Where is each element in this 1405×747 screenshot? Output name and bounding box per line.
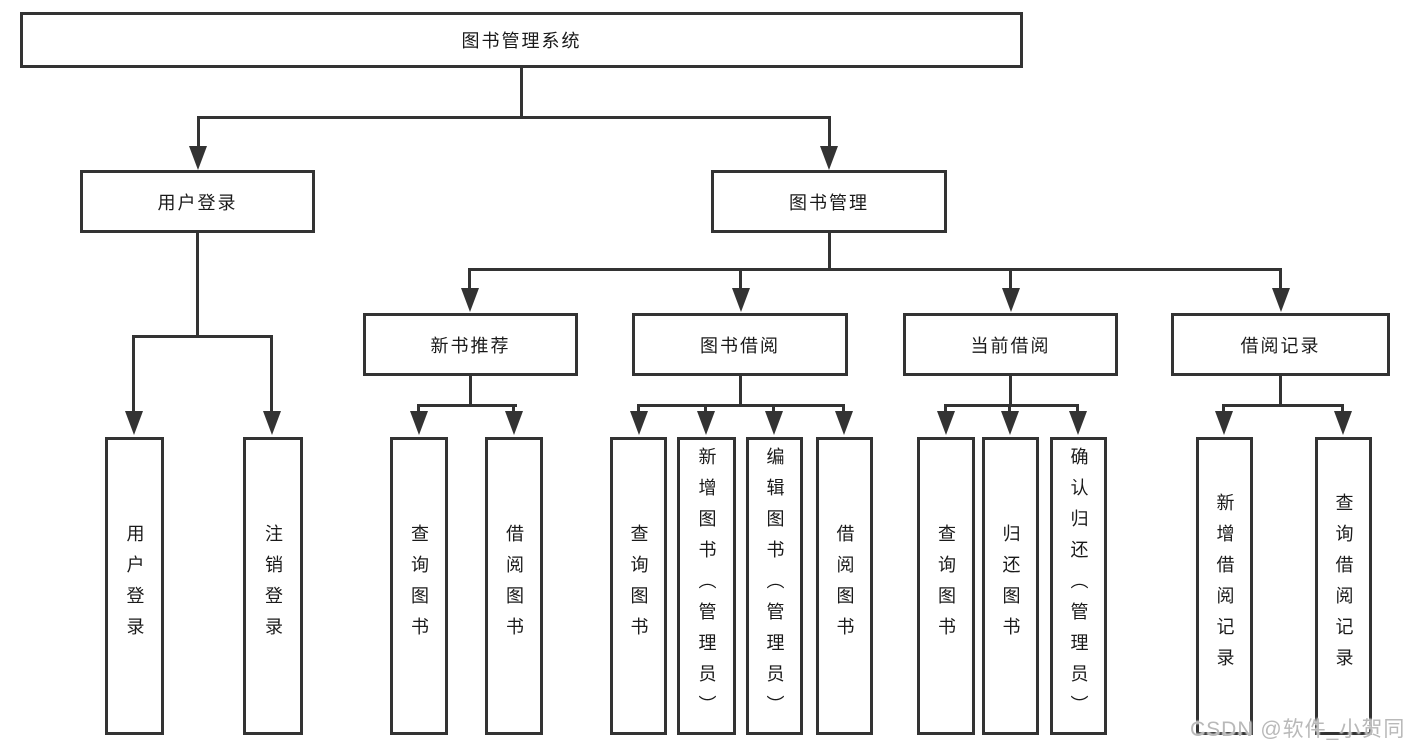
node-leaf-borrowing-borrow-books: 借阅图书 xyxy=(816,437,873,735)
node-leaf-current-query-books: 查询图书 xyxy=(917,437,975,735)
edge-root-drop-user-login xyxy=(197,116,200,148)
edge-book-management-hbar xyxy=(468,268,1282,271)
arrowhead-borrowing-query xyxy=(630,411,648,435)
arrowhead-borrowing-records xyxy=(1272,288,1290,312)
edge-root-stem xyxy=(520,68,523,118)
node-leaf-borrowing-edit-books: 编辑图书（管理员） xyxy=(746,437,803,735)
edge-drop-borrowing-edit xyxy=(772,404,775,414)
node-borrowing-records: 借阅记录 xyxy=(1171,313,1390,376)
leaf-current-confirm-return-label: 确认归还（管理员） xyxy=(1068,446,1089,726)
edge-drop-logout xyxy=(270,335,273,413)
edge-borrowing-records-hbar xyxy=(1222,404,1344,407)
leaf-recommend-borrow-books-label: 借阅图书 xyxy=(504,524,524,648)
node-leaf-current-return-books: 归还图书 xyxy=(982,437,1039,735)
arrowhead-current-confirm xyxy=(1069,411,1087,435)
edge-drop-current-return xyxy=(1008,404,1011,414)
node-leaf-recommend-query-books: 查询图书 xyxy=(390,437,448,735)
arrowhead-book-management xyxy=(820,146,838,170)
edge-root-hbar xyxy=(197,116,831,119)
edge-borrowing-records-stem xyxy=(1279,376,1282,406)
edge-drop-borrowing-records xyxy=(1279,268,1282,290)
arrowhead-new-book-recommend xyxy=(461,288,479,312)
edge-drop-login xyxy=(132,335,135,413)
edge-user-login-stem xyxy=(196,233,199,337)
arrowhead-current-borrowing xyxy=(1002,288,1020,312)
edge-drop-borrowing-borrow xyxy=(842,404,845,414)
arrowhead-records-add xyxy=(1215,411,1233,435)
arrowhead-login xyxy=(125,411,143,435)
edge-drop-borrowing-query xyxy=(637,404,640,414)
node-leaf-logout: 注销登录 xyxy=(243,437,303,735)
leaf-borrowing-query-books-label: 查询图书 xyxy=(628,524,649,648)
leaf-records-add-record-label: 新增借阅记录 xyxy=(1214,493,1235,679)
leaf-recommend-query-books-label: 查询图书 xyxy=(409,524,429,648)
edge-book-borrowing-hbar xyxy=(637,404,845,407)
leaf-borrowing-borrow-books-label: 借阅图书 xyxy=(834,524,855,648)
node-leaf-current-confirm-return: 确认归还（管理员） xyxy=(1050,437,1107,735)
arrowhead-borrowing-add xyxy=(697,411,715,435)
node-leaf-records-add-record: 新增借阅记录 xyxy=(1196,437,1253,735)
edge-drop-new-book-recommend xyxy=(468,268,471,290)
node-leaf-records-query-record: 查询借阅记录 xyxy=(1315,437,1372,735)
node-leaf-recommend-borrow-books: 借阅图书 xyxy=(485,437,543,735)
leaf-current-query-books-label: 查询图书 xyxy=(936,524,956,648)
edge-new-book-recommend-stem xyxy=(469,376,472,406)
arrowhead-borrowing-edit xyxy=(765,411,783,435)
edge-book-management-stem xyxy=(828,233,831,270)
arrowhead-user-login xyxy=(189,146,207,170)
leaf-current-return-books-label: 归还图书 xyxy=(1000,524,1021,648)
edge-drop-current-confirm xyxy=(1076,404,1079,414)
edge-drop-recommend-borrow xyxy=(512,404,515,414)
edge-root-drop-book-management xyxy=(828,116,831,148)
leaf-logout-label: 注销登录 xyxy=(263,524,283,648)
edge-drop-borrowing-add xyxy=(704,404,707,414)
arrowhead-current-return xyxy=(1001,411,1019,435)
node-book-borrowing: 图书借阅 xyxy=(632,313,848,376)
arrowhead-recommend-borrow xyxy=(505,411,523,435)
edge-drop-book-borrowing xyxy=(739,268,742,290)
node-book-management: 图书管理 xyxy=(711,170,947,233)
edge-drop-records-add xyxy=(1222,404,1225,414)
edge-drop-recommend-query xyxy=(417,404,420,414)
edge-user-login-hbar xyxy=(132,335,273,338)
edge-new-book-recommend-hbar xyxy=(417,404,517,407)
node-leaf-borrowing-query-books: 查询图书 xyxy=(610,437,667,735)
leaf-borrowing-add-books-label: 新增图书（管理员） xyxy=(696,446,717,726)
arrowhead-current-query xyxy=(937,411,955,435)
node-user-login: 用户登录 xyxy=(80,170,315,233)
edge-drop-records-query xyxy=(1341,404,1344,414)
node-new-book-recommend: 新书推荐 xyxy=(363,313,578,376)
arrowhead-logout xyxy=(263,411,281,435)
arrowhead-recommend-query xyxy=(410,411,428,435)
edge-drop-current-borrowing xyxy=(1009,268,1012,290)
leaf-borrowing-edit-books-label: 编辑图书（管理员） xyxy=(764,446,785,726)
csdn-watermark: CSDN @软件_小贺同学 xyxy=(1190,718,1405,741)
node-root-system: 图书管理系统 xyxy=(20,12,1023,68)
arrowhead-book-borrowing xyxy=(732,288,750,312)
leaf-records-query-record-label: 查询借阅记录 xyxy=(1333,493,1354,679)
edge-current-borrowing-stem xyxy=(1009,376,1012,406)
node-leaf-login: 用户登录 xyxy=(105,437,164,735)
node-current-borrowing: 当前借阅 xyxy=(903,313,1118,376)
leaf-login-label: 用户登录 xyxy=(124,524,145,648)
node-leaf-borrowing-add-books: 新增图书（管理员） xyxy=(677,437,736,735)
edge-book-borrowing-stem xyxy=(739,376,742,406)
edge-current-borrowing-hbar xyxy=(944,404,1079,407)
arrowhead-borrowing-borrow xyxy=(835,411,853,435)
edge-drop-current-query xyxy=(944,404,947,414)
arrowhead-records-query xyxy=(1334,411,1352,435)
